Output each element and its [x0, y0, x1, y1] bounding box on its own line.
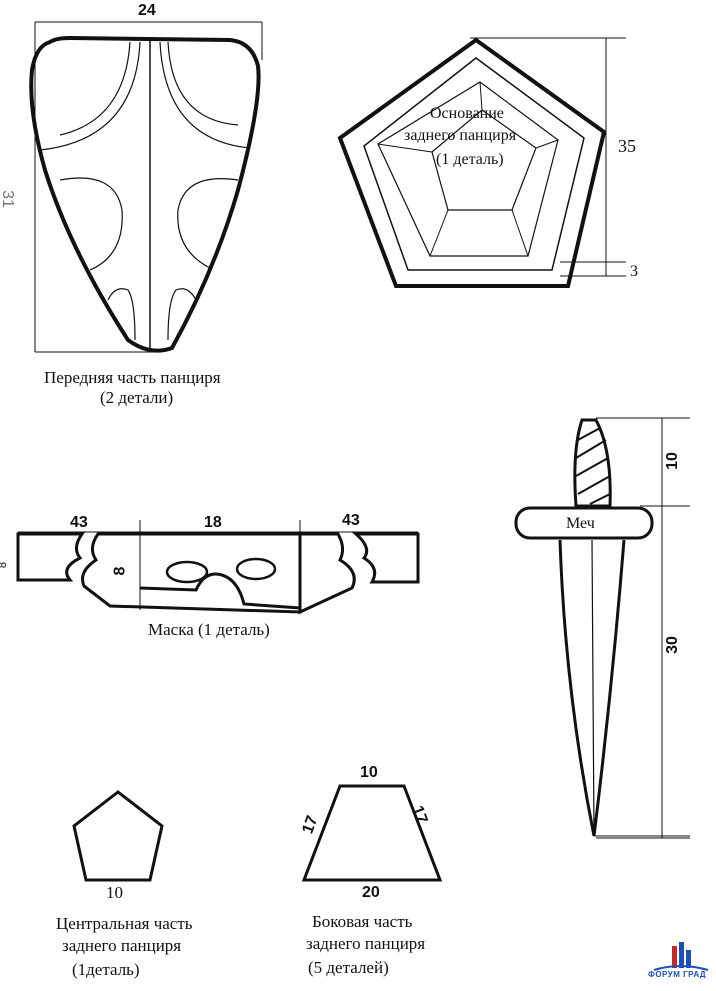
side-piece-drawing [301, 784, 443, 882]
side-piece-top-dim: 10 [360, 764, 378, 781]
forum-grad-logo-text: ФОРУМ ГРАД [648, 970, 707, 979]
sword-blade-dim: 30 [663, 636, 681, 654]
mask-center-dim: 18 [204, 514, 222, 531]
front-shell-height-dim: 31 [0, 190, 16, 208]
center-piece-side-dim: 10 [106, 883, 123, 902]
sword-label: Меч [566, 515, 595, 532]
back-base-label-3: (1 деталь) [436, 151, 504, 168]
center-piece-caption-3: (1деталь) [72, 960, 140, 979]
back-base-rim-dim: 3 [630, 263, 638, 280]
front-shell-width-dim: 24 [138, 2, 156, 19]
front-shell-drawing [29, 21, 263, 353]
sword-handle-dim: 10 [663, 452, 681, 470]
forum-grad-logo [653, 942, 709, 971]
back-base-label-1: Основание [430, 105, 504, 122]
back-base-drawing [337, 37, 626, 288]
mask-right-dim: 43 [342, 512, 360, 529]
back-base-height-dim: 35 [618, 136, 636, 156]
center-piece-caption-1: Центральная часть [56, 914, 193, 933]
front-shell-caption: Передняя часть панциря [44, 368, 221, 387]
side-piece-bottom-dim: 20 [362, 884, 380, 901]
center-piece-drawing [72, 790, 164, 882]
side-piece-caption-1: Боковая часть [312, 912, 413, 931]
mask-drawing [16, 520, 420, 615]
front-shell-count: (2 детали) [100, 388, 174, 407]
mask-small-dim: 8 [0, 562, 12, 568]
center-piece-caption-2: заднего панциря [62, 936, 182, 955]
sword-drawing [514, 417, 690, 839]
mask-caption: Маска (1 деталь) [148, 620, 270, 639]
side-piece-caption-2: заднего панциря [306, 934, 426, 953]
mask-left-dim: 43 [70, 514, 88, 531]
back-base-label-2: заднего панциря [404, 127, 517, 144]
mask-height-dim: 8 [111, 566, 129, 576]
side-piece-caption-3: (5 деталей) [308, 958, 389, 977]
